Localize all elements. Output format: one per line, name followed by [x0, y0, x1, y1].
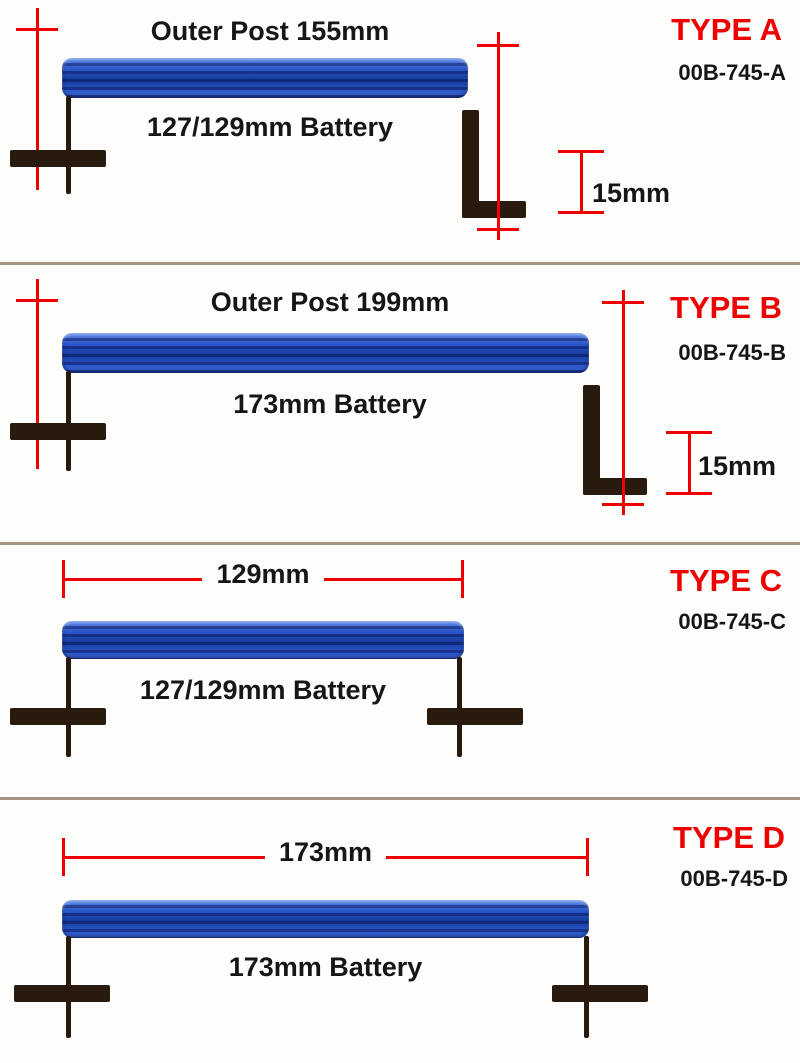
width-tick-left: [62, 560, 65, 598]
battery-size-label: 173mm Battery: [233, 389, 427, 419]
section-type-a: Outer Post 155mm 127/129mm Battery 15mm …: [0, 0, 800, 265]
offset-label: 15mm: [592, 178, 671, 208]
part-number: 00B-745-B: [678, 340, 786, 365]
width-label-text: 173mm: [264, 837, 387, 868]
left-bolt-foot: [10, 423, 106, 440]
battery-size-label: 173mm Battery: [228, 952, 423, 982]
section-type-d: 173mm 173mm Battery TYPE D 00B-745-D: [0, 800, 800, 1063]
width-label: 129mm: [62, 559, 464, 590]
width-label: 173mm: [62, 837, 589, 868]
width-tick-right: [461, 560, 464, 598]
type-label: TYPE A: [671, 12, 782, 47]
type-label: TYPE C: [670, 563, 782, 598]
left-bolt-foot: [14, 985, 110, 1002]
right-dimension-tick-bottom: [602, 503, 644, 506]
right-bolt-rod: [457, 657, 462, 757]
part-number: 00B-745-C: [678, 609, 786, 634]
offset-dimension-line: [580, 152, 583, 214]
width-label-text: 129mm: [202, 559, 324, 590]
type-label: TYPE B: [670, 290, 782, 325]
right-hook-vertical: [462, 110, 479, 218]
right-bolt-foot: [427, 708, 523, 725]
clamp-bar: [62, 621, 464, 659]
width-tick-left: [62, 838, 65, 876]
section-type-b: Outer Post 199mm 173mm Battery 15mm TYPE…: [0, 265, 800, 545]
right-bolt-foot: [552, 985, 648, 1002]
left-bolt-rod: [66, 371, 71, 471]
clamp-bar: [62, 333, 589, 373]
right-dimension-tick-top: [602, 301, 644, 304]
outer-post-label: Outer Post 199mm: [210, 287, 450, 317]
right-hook-vertical: [583, 385, 600, 495]
offset-tick-bottom: [558, 211, 604, 214]
battery-size-label: 127/129mm Battery: [139, 675, 387, 705]
part-number: 00B-745-A: [678, 60, 786, 85]
type-label: TYPE D: [673, 820, 785, 855]
outer-post-label: Outer Post 155mm: [150, 16, 390, 46]
offset-dimension-line: [688, 433, 691, 495]
left-bolt-rod: [66, 96, 71, 194]
right-hook-foot: [462, 201, 526, 218]
left-dimension-line: [36, 8, 39, 190]
left-dimension-tick-top: [16, 28, 58, 31]
clamp-bar: [62, 58, 468, 98]
left-bolt-foot: [10, 708, 106, 725]
offset-tick-top: [666, 431, 712, 434]
clamp-bar: [62, 900, 589, 938]
section-type-c: 129mm 127/129mm Battery TYPE C 00B-745-C: [0, 545, 800, 800]
offset-tick-top: [558, 150, 604, 153]
right-dimension-line: [622, 290, 625, 515]
battery-size-label: 127/129mm Battery: [146, 112, 394, 142]
right-dimension-tick-bottom: [477, 228, 519, 231]
left-dimension-tick-top: [16, 299, 58, 302]
part-number: 00B-745-D: [680, 866, 788, 891]
right-hook-foot: [583, 478, 647, 495]
right-dimension-line: [497, 32, 500, 240]
left-bolt-foot: [10, 150, 106, 167]
right-dimension-tick-top: [477, 44, 519, 47]
width-tick-right: [586, 838, 589, 876]
offset-label: 15mm: [698, 451, 777, 481]
left-dimension-line: [36, 279, 39, 469]
offset-tick-bottom: [666, 492, 712, 495]
left-bolt-rod: [66, 657, 71, 757]
